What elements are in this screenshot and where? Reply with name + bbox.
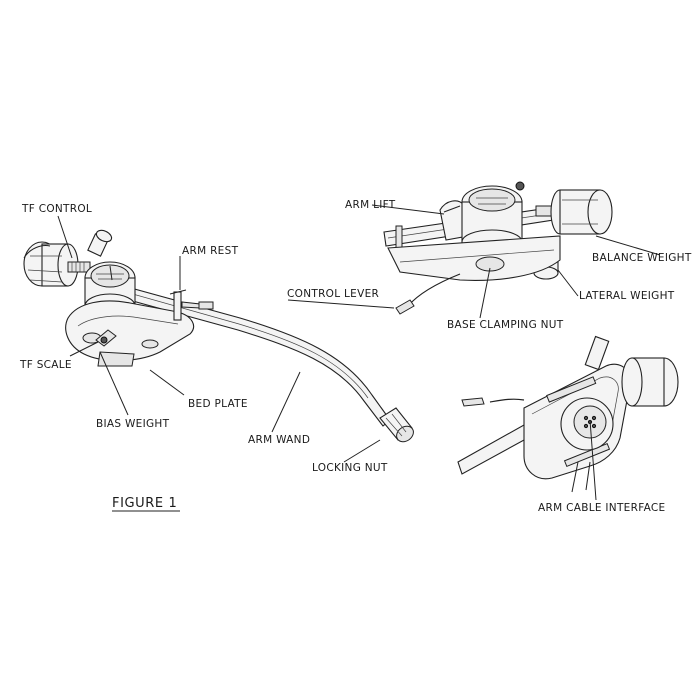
label-arm-rest: ARM REST: [182, 245, 239, 257]
label-control-lever: CONTROL LEVER: [287, 288, 379, 300]
bed-plate: [65, 300, 195, 362]
label-arm-cable-interface: ARM CABLE INTERFACE: [538, 502, 665, 514]
figure-caption: FIGURE 1: [112, 496, 180, 512]
detail-view-top-right: [383, 181, 613, 315]
label-locking-nut: LOCKING NUT: [312, 462, 388, 474]
figure-title: FIGURE 1: [112, 496, 177, 511]
label-bias-weight: BIAS WEIGHT: [96, 418, 170, 430]
leader-lines: [57, 204, 661, 501]
label-arm-lift: ARM LIFT: [345, 199, 396, 211]
arm-rest-post: [169, 289, 214, 321]
label-lateral-weight: LATERAL WEIGHT: [579, 290, 675, 302]
balance-weight-right: [535, 189, 613, 235]
detail-view-bottom-right: [457, 335, 679, 493]
label-bed-plate: BED PLATE: [188, 398, 248, 410]
arm-wand-tube: [117, 284, 391, 427]
labels: TF CONTROL ARM REST TF SCALE BED PLATE B…: [19, 199, 692, 514]
pivot-dial-detail: [461, 181, 525, 255]
label-base-clamping-nut: BASE CLAMPING NUT: [447, 319, 564, 331]
main-tonearm-illustration: [23, 229, 414, 443]
label-tf-control: TF CONTROL: [21, 203, 92, 215]
tf-control-knob: [87, 229, 113, 257]
pivot-housing: [84, 261, 136, 319]
balance-weight-left: [23, 241, 79, 287]
label-balance-weight: BALANCE WEIGHT: [592, 252, 692, 264]
label-arm-wand: ARM WAND: [248, 434, 310, 446]
locking-nut-part: [379, 407, 414, 443]
label-tf-scale: TF SCALE: [19, 359, 72, 371]
